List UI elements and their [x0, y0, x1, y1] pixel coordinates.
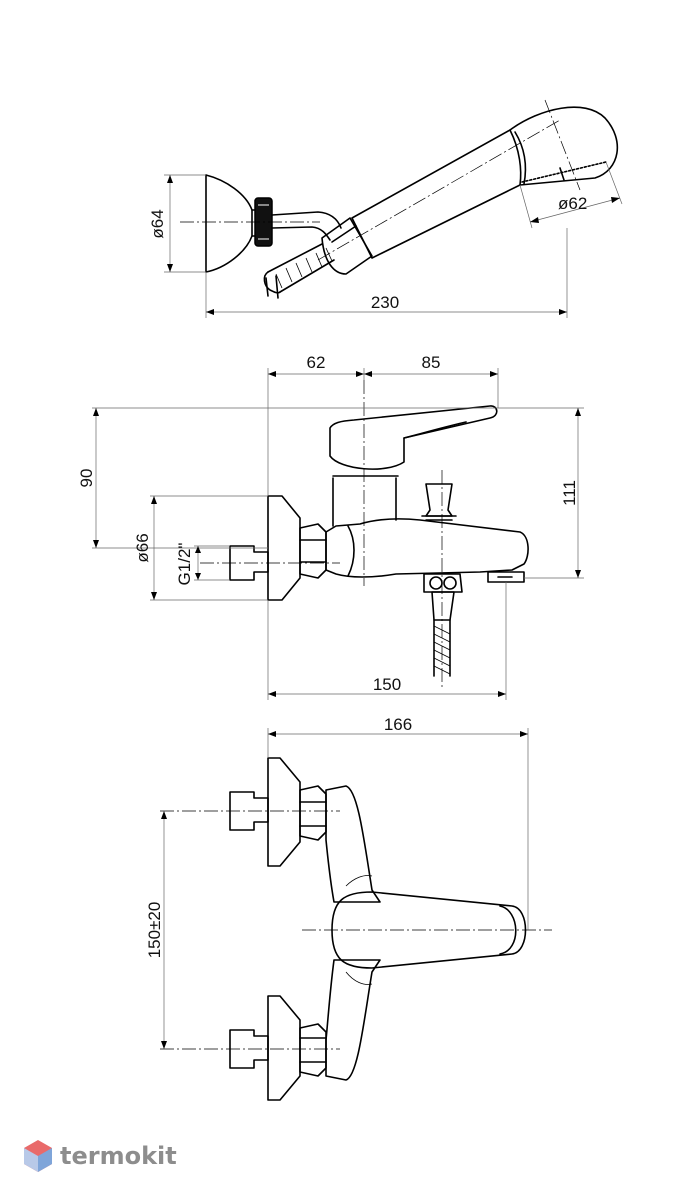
hex-nut	[299, 523, 327, 579]
brand-watermark: termokit	[24, 1140, 177, 1172]
top-body	[325, 785, 381, 903]
dim-shower-length: 230	[205, 228, 568, 318]
dim-bracket-diameter: ø64	[148, 174, 206, 273]
dim-label-body-length: 150	[373, 675, 401, 694]
dim-label-length: 230	[371, 293, 399, 312]
dim-flange-diameter: ø66	[133, 495, 268, 601]
hand-shower-view: ø64 ø62 230	[148, 99, 623, 318]
side-view: 62 85 90 111 ø66	[77, 353, 584, 700]
shower-outlet-nut	[423, 573, 463, 593]
bracket-cup	[205, 174, 253, 273]
shower-hose	[263, 243, 335, 299]
dim-label-diameter-head: ø62	[558, 194, 587, 213]
dim-body-length: 150	[267, 582, 507, 700]
top-view: 166 150±20	[145, 715, 552, 1101]
dim-top-width: 166	[267, 715, 529, 930]
wall-flange	[267, 495, 301, 601]
dim-label-width: 166	[384, 715, 412, 734]
diverter-knob	[425, 483, 453, 517]
top-flange-upper	[267, 757, 301, 867]
dim-label-height-spout: 111	[560, 480, 579, 506]
dim-label-offset-left: 62	[307, 353, 326, 372]
dim-inlet-spacing: 150±20	[145, 811, 167, 1049]
spout-outlet	[487, 571, 525, 583]
dim-thread: G1/2"	[175, 543, 230, 586]
brand-logo-icon	[24, 1140, 52, 1172]
dim-height-spout: 111	[500, 407, 584, 579]
dim-label-height-total: 90	[77, 469, 96, 488]
dim-label-diameter-flange: ø66	[133, 533, 152, 562]
dim-label-diameter-bracket: ø64	[148, 209, 167, 238]
dim-offsets: 62 85	[267, 353, 499, 496]
dim-label-inlet-spacing: 150±20	[145, 902, 164, 959]
dim-head-diameter: ø62	[519, 161, 623, 229]
dim-label-offset-right: 85	[422, 353, 441, 372]
spray-face	[521, 161, 607, 183]
dim-height-total: 90	[77, 407, 500, 549]
lever-handle	[329, 405, 498, 470]
handle-collar	[321, 217, 373, 275]
dim-label-thread: G1/2"	[175, 543, 194, 586]
brand-name: termokit	[60, 1142, 177, 1170]
top-flange-lower	[267, 995, 301, 1101]
mixer-body	[325, 518, 529, 578]
shower-handle	[351, 106, 619, 259]
